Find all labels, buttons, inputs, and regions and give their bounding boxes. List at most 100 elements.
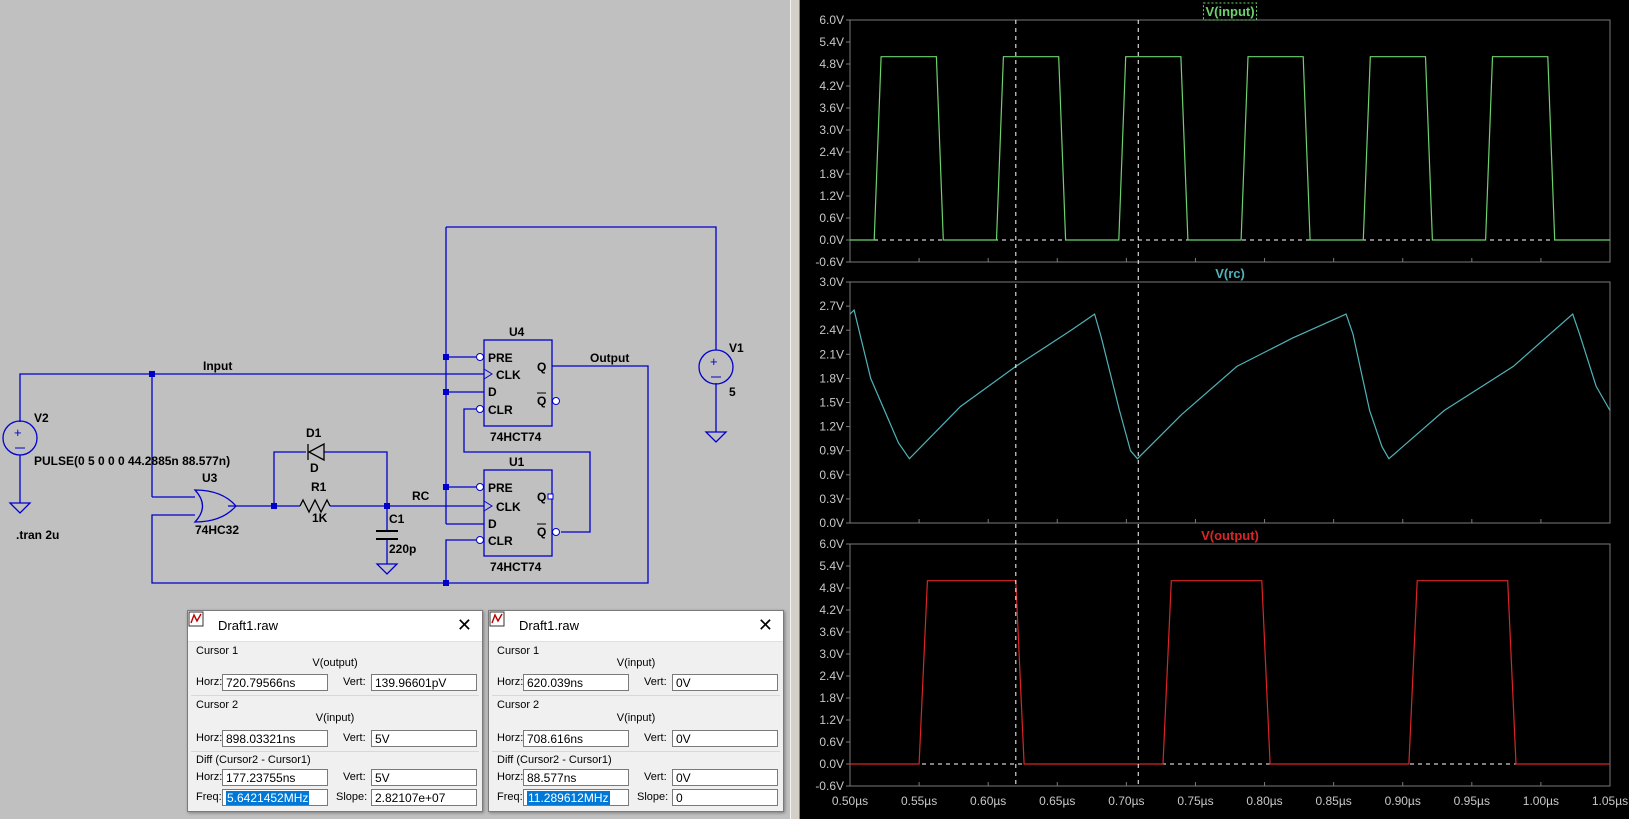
v2-value: PULSE(0 5 0 0 0 44.2885n 88.577n) — [34, 454, 230, 468]
x-tick-label: 0.90µs — [1385, 794, 1421, 808]
x-tick-label: 0.75µs — [1177, 794, 1213, 808]
pane-splitter[interactable] — [790, 0, 800, 819]
y-tick-label: 1.2V — [819, 713, 844, 727]
u1-q-label: Q — [537, 490, 546, 504]
y-tick-label: 2.7V — [819, 299, 844, 313]
plot-pane-2[interactable]: 3.0V2.7V2.4V2.1V1.8V1.5V1.2V0.9V0.6V0.3V… — [819, 266, 1611, 530]
schematic-canvas[interactable]: PRE CLK D CLR Q Q U4 74HCT74 PRE CLK D C… — [0, 0, 790, 819]
diff-vert-field[interactable]: 5V — [371, 769, 477, 786]
waveform-app-icon — [489, 611, 505, 627]
cursor2-horz-label: Horz: — [497, 732, 524, 744]
cursor-window-2-titlebar[interactable]: Draft1.raw ✕ — [489, 611, 783, 642]
r1-resistor[interactable]: R1 1K — [299, 480, 331, 525]
plot-pane-3[interactable]: 6.0V5.4V4.8V4.2V3.6V3.0V2.4V1.8V1.2V0.6V… — [815, 528, 1611, 793]
freq-label: Freq: — [497, 791, 523, 803]
u1-flipflop[interactable]: PRE CLK D CLR Q Q U1 74HCT74 — [476, 455, 560, 574]
x-tick-label: 0.50µs — [832, 794, 868, 808]
u4-model: 74HCT74 — [490, 430, 542, 444]
y-tick-label: -0.6V — [815, 255, 844, 269]
spice-directive[interactable]: .tran 2u — [16, 528, 59, 542]
cursor1-horz-field[interactable]: 720.79566ns — [222, 674, 328, 691]
slope-label: Slope: — [637, 791, 669, 803]
u4-name: U4 — [509, 325, 525, 339]
plot-title[interactable]: V(rc) — [1215, 266, 1245, 281]
y-tick-label: 2.4V — [819, 323, 844, 337]
freq-field[interactable]: 5.6421452MHz — [222, 789, 328, 806]
d1-diode[interactable]: D1 D — [306, 426, 325, 475]
cursor2-vert-field[interactable]: 5V — [371, 730, 477, 747]
cursor2-horz-label: Horz: — [196, 732, 223, 744]
y-tick-label: 3.0V — [819, 647, 844, 661]
trace-V(input)[interactable] — [850, 56, 1610, 241]
schematic-editor[interactable]: PRE CLK D CLR Q Q U4 74HCT74 PRE CLK D C… — [0, 0, 790, 819]
y-tick-label: 2.1V — [819, 347, 844, 361]
v2-name: V2 — [34, 411, 49, 425]
u1-qbar-label: Q — [537, 525, 546, 539]
slope-field[interactable]: 2.82107e+07 — [371, 789, 477, 806]
x-tick-label: 0.55µs — [901, 794, 937, 808]
diff-vert-field[interactable]: 0V — [672, 769, 778, 786]
plot-title[interactable]: V(input) — [1205, 4, 1254, 19]
cursor-window-1[interactable]: Draft1.raw ✕ Cursor 1 V(output) Horz: 72… — [187, 610, 483, 812]
trace-V(rc)[interactable] — [849, 308, 1611, 460]
close-icon[interactable]: ✕ — [757, 615, 773, 635]
cursor-window-1-title: Draft1.raw — [218, 618, 278, 633]
diff-vert-label: Vert: — [644, 771, 667, 783]
y-tick-label: 1.5V — [819, 396, 844, 410]
cursor1-vert-label: Vert: — [644, 676, 667, 688]
v1-voltage-source[interactable]: + V1 5 — [698, 341, 744, 399]
y-tick-label: 3.0V — [819, 123, 844, 137]
y-tick-label: 3.6V — [819, 101, 844, 115]
cursor2-vert-field[interactable]: 0V — [672, 730, 778, 747]
diff-horz-field[interactable]: 88.577ns — [523, 769, 629, 786]
diff-horz-field[interactable]: 177.23755ns — [222, 769, 328, 786]
c1-value: 220p — [389, 542, 416, 556]
waveform-plots[interactable]: 6.0V5.4V4.8V4.2V3.6V3.0V2.4V1.8V1.2V0.6V… — [800, 0, 1629, 819]
cursor-window-2-title: Draft1.raw — [519, 618, 579, 633]
junction-dots — [149, 354, 449, 586]
x-tick-label: 0.70µs — [1108, 794, 1144, 808]
u3-or-gate[interactable]: U3 74HC32 — [193, 471, 239, 537]
plot-title[interactable]: V(output) — [1201, 528, 1259, 543]
diff-vert-label: Vert: — [343, 771, 366, 783]
u1-pre-label: PRE — [488, 481, 513, 495]
y-tick-label: 1.2V — [819, 420, 844, 434]
freq-field[interactable]: 11.289612MHz — [523, 789, 629, 806]
trace-V(output)[interactable] — [850, 580, 1610, 765]
slope-label: Slope: — [336, 791, 368, 803]
close-icon[interactable]: ✕ — [456, 615, 472, 635]
c1-name: C1 — [389, 512, 405, 526]
plot-pane-1[interactable]: 6.0V5.4V4.8V4.2V3.6V3.0V2.4V1.8V1.2V0.6V… — [815, 2, 1611, 269]
cursor1-vert-field[interactable]: 0V — [672, 674, 778, 691]
y-tick-label: 0.6V — [819, 468, 844, 482]
net-label-rc: RC — [412, 489, 430, 503]
u4-pre-label: PRE — [488, 351, 513, 365]
cursor-window-2[interactable]: Draft1.raw ✕ Cursor 1 V(input) Horz: 620… — [488, 610, 784, 812]
y-tick-label: 4.8V — [819, 57, 844, 71]
cursor1-vert-field[interactable]: 139.96601pV — [371, 674, 477, 691]
cursor2-label: Cursor 2 — [497, 699, 540, 711]
freq-label: Freq: — [196, 791, 222, 803]
waveform-app-icon — [188, 611, 204, 627]
u4-flipflop[interactable]: PRE CLK D CLR Q Q U4 74HCT74 — [476, 325, 560, 444]
x-tick-label: 0.95µs — [1454, 794, 1490, 808]
cursor2-horz-field[interactable]: 708.616ns — [523, 730, 629, 747]
y-tick-label: 0.3V — [819, 492, 844, 506]
u1-clr-label: CLR — [488, 534, 513, 548]
y-tick-label: 0.0V — [819, 233, 844, 247]
cursor2-label: Cursor 2 — [196, 699, 239, 711]
slope-field[interactable]: 0 — [672, 789, 778, 806]
v2-voltage-source[interactable]: + V2 PULSE(0 5 0 0 0 44.2885n 88.577n) — [2, 411, 230, 468]
c1-capacitor[interactable]: C1 220p — [376, 512, 416, 556]
y-tick-label: 1.2V — [819, 189, 844, 203]
cursor1-horz-field[interactable]: 620.039ns — [523, 674, 629, 691]
y-tick-label: 6.0V — [819, 537, 844, 551]
diff-label: Diff (Cursor2 - Cursor1) — [497, 754, 612, 766]
cursor-window-1-titlebar[interactable]: Draft1.raw ✕ — [188, 611, 482, 642]
r1-name: R1 — [311, 480, 327, 494]
r1-value: 1K — [312, 511, 328, 525]
u4-clr-label: CLR — [488, 403, 513, 417]
cursor2-vert-label: Vert: — [343, 732, 366, 744]
cursor2-horz-field[interactable]: 898.03321ns — [222, 730, 328, 747]
